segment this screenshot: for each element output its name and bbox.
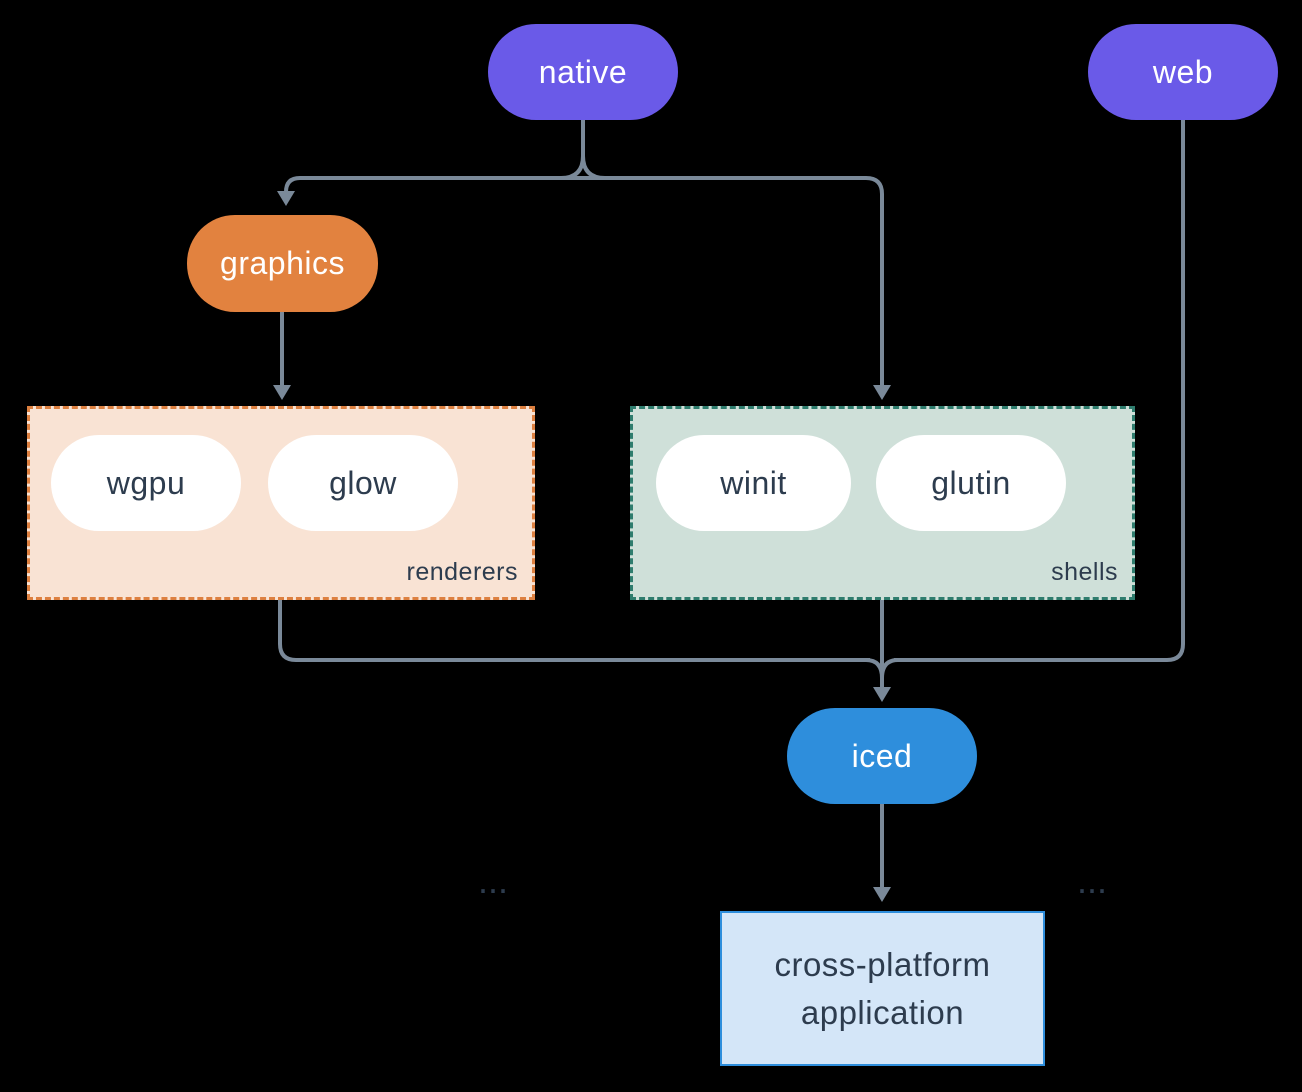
node-iced: iced bbox=[787, 708, 977, 804]
node-glutin-label: glutin bbox=[931, 464, 1011, 501]
node-glutin: glutin bbox=[876, 435, 1066, 531]
shells-ellipsis: ... bbox=[1076, 860, 1107, 901]
edge-native-to-shells bbox=[583, 176, 884, 386]
edge-native-fork-right-flare bbox=[581, 155, 606, 180]
node-native: native bbox=[488, 24, 678, 120]
group-renderers: wgpu glow ... renderers bbox=[27, 406, 535, 901]
node-iced-label: iced bbox=[851, 737, 913, 774]
node-winit-label: winit bbox=[720, 464, 787, 501]
renderers-ellipsis: ... bbox=[477, 860, 508, 901]
edge-native-fork-left-flare bbox=[560, 155, 585, 180]
arrowhead-to-renderers bbox=[273, 385, 291, 400]
node-graphics-label: graphics bbox=[220, 245, 345, 281]
node-application-label-line2: application bbox=[800, 993, 965, 1031]
node-glow-label: glow bbox=[329, 464, 397, 501]
edge-renderers-to-merge bbox=[278, 600, 870, 662]
node-web: web bbox=[1088, 24, 1278, 120]
arrowhead-to-shells bbox=[873, 385, 891, 400]
group-shells: winit glutin ... shells bbox=[630, 406, 1135, 901]
renderers-group-label: renderers bbox=[406, 558, 518, 586]
edge-merge-right-flare bbox=[880, 658, 899, 679]
shells-group-label: shells bbox=[1051, 558, 1118, 586]
node-winit: winit bbox=[656, 435, 851, 531]
node-application-label-line1: cross-platform bbox=[774, 945, 991, 983]
node-native-label: native bbox=[538, 53, 628, 90]
edge-merge-left-flare bbox=[865, 658, 884, 679]
arrowhead-to-graphics bbox=[277, 191, 295, 206]
node-application: cross-platform application bbox=[720, 911, 1045, 1066]
arrowhead-to-application bbox=[873, 887, 891, 902]
arrowhead-to-iced bbox=[873, 687, 891, 702]
node-graphics: graphics bbox=[187, 215, 378, 312]
edge-native-to-graphics bbox=[284, 176, 583, 193]
node-wgpu: wgpu bbox=[51, 435, 241, 531]
node-glow: glow bbox=[268, 435, 458, 531]
node-web-label: web bbox=[1152, 53, 1214, 90]
node-wgpu-label: wgpu bbox=[106, 464, 186, 501]
